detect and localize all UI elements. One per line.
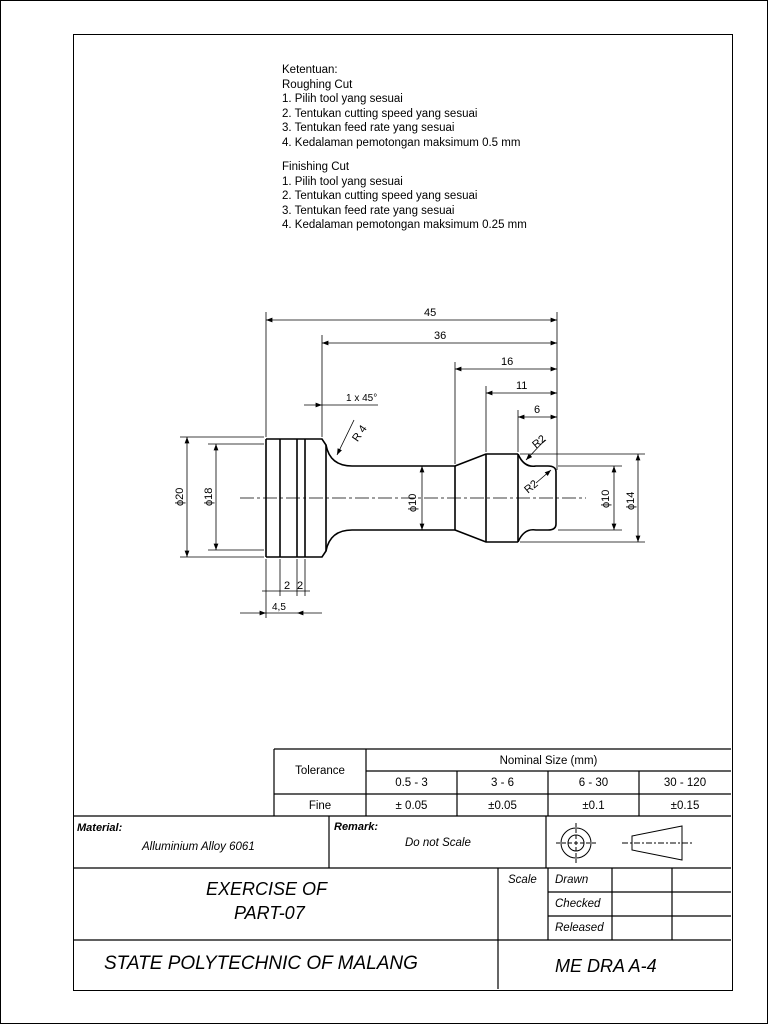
roughing-title: Roughing Cut: [282, 78, 353, 91]
dim-36: 36: [434, 330, 446, 342]
dim-6: 6: [534, 404, 540, 416]
dim-phi20: ϕ20: [174, 488, 186, 506]
dim-16: 16: [501, 356, 513, 368]
finishing-item: 1. Pilih tool yang sesuai: [282, 175, 403, 188]
dim-phi14: ϕ14: [625, 492, 637, 510]
exercise-title: EXERCISE OF: [206, 879, 328, 899]
dim-r2-top: R2: [530, 433, 548, 451]
title-block-grid: [73, 748, 731, 989]
dim-2a: 2: [284, 580, 290, 592]
material-value: Alluminium Alloy 6061: [142, 841, 255, 853]
dimension-lines: [180, 312, 645, 618]
tolerance-label: Tolerance: [295, 765, 345, 777]
range-cell: 3 - 6: [490, 777, 514, 789]
finishing-item: 3. Tentukan feed rate yang sesuai: [282, 204, 455, 217]
notes-heading: Ketentuan:: [282, 64, 338, 76]
finishing-item: 2. Tentukan cutting speed yang sesuai: [282, 190, 478, 202]
material-label: Material:: [77, 822, 123, 834]
dim-phi18: ϕ18: [203, 488, 215, 506]
dim-2b: 2: [297, 580, 303, 592]
dim-phi10-mid: ϕ10: [407, 494, 419, 512]
range-cell: 0.5 - 3: [395, 777, 428, 789]
dim-45: 45: [424, 307, 436, 319]
scale-label: Scale: [508, 874, 537, 886]
dim-phi10-right: ϕ10: [600, 490, 612, 508]
drawing-frame: [73, 34, 733, 991]
roughing-item: 2. Tentukan cutting speed yang sesuai: [282, 107, 478, 120]
tolerance-value: ±0.05: [488, 799, 517, 812]
tolerance-value: ± 0.05: [395, 799, 428, 812]
dim-r2-bottom: R2: [522, 478, 540, 496]
dim-11: 11: [516, 380, 527, 392]
roughing-item: 1. Pilih tool yang sesuai: [282, 93, 403, 105]
dim-4-5: 4,5: [272, 602, 286, 613]
dim-chamfer: 1 x 45°: [346, 393, 377, 404]
checked-label: Checked: [555, 898, 601, 910]
drawn-label: Drawn: [555, 874, 589, 886]
tolerance-value: ±0.1: [582, 799, 605, 812]
roughing-item: 4. Kedalaman pemotongan maksimum 0.5 mm: [282, 136, 521, 149]
range-cell: 6 - 30: [578, 777, 609, 789]
drawing-number: ME DRA A-4: [555, 956, 657, 976]
released-label: Released: [555, 922, 604, 934]
roughing-item: 3. Tentukan feed rate yang sesuai: [282, 122, 455, 134]
finishing-item: 4. Kedalaman pemotongan maksimum 0.25 mm: [282, 219, 527, 231]
range-cell: 30 - 120: [663, 777, 707, 789]
nominal-size-header: Nominal Size (mm): [499, 754, 598, 767]
remark-value: Do not Scale: [405, 837, 471, 849]
tolerance-value: ±0.15: [670, 799, 700, 812]
dim-r4: R 4: [350, 423, 370, 444]
remark-label: Remark:: [334, 821, 379, 833]
fine-label: Fine: [308, 799, 332, 812]
finishing-title: Finishing Cut: [282, 161, 350, 173]
exercise-part: PART-07: [234, 903, 305, 923]
machining-notes: Ketentuan: Roughing Cut 1. Pilih tool ya…: [282, 63, 527, 233]
institution-name: STATE POLYTECHNIC OF MALANG: [104, 953, 418, 974]
projection-symbol-icon: [556, 823, 694, 863]
